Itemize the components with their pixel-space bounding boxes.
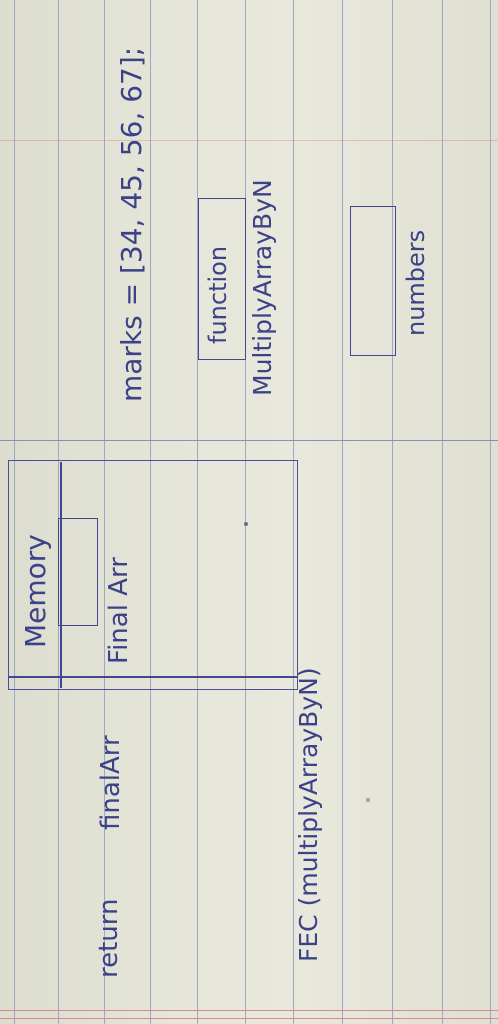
return-value: finalArr — [96, 735, 126, 830]
margin-line — [0, 1018, 498, 1019]
memory-box — [8, 460, 298, 690]
section-divider — [0, 440, 498, 441]
ruled-line — [342, 0, 343, 1024]
return-keyword: return — [94, 898, 124, 979]
ink-dot — [244, 522, 248, 526]
function-name: MultiplyArrayByN — [248, 179, 277, 396]
final-arr-label: Final Arr — [104, 557, 134, 664]
ruled-line — [150, 0, 151, 1024]
numbers-label: numbers — [402, 229, 430, 336]
margin-line-faint — [0, 140, 498, 141]
memory-box-header-line — [8, 676, 298, 678]
function-box — [198, 198, 246, 360]
ruled-line — [14, 0, 15, 1024]
final-arr-slot — [58, 518, 98, 626]
memory-label: Memory — [19, 534, 52, 648]
ruled-line — [490, 0, 491, 1024]
margin-line — [0, 1010, 498, 1011]
fec-label: FEC (multiplyArrayByN) — [294, 667, 323, 962]
ink-dot — [366, 798, 370, 802]
ruled-line — [442, 0, 443, 1024]
ruled-line — [197, 0, 198, 1024]
ruled-line — [104, 0, 105, 1024]
numbers-box — [350, 206, 396, 356]
ruled-line — [58, 0, 59, 1024]
ruled-line — [293, 0, 294, 1024]
ruled-line — [392, 0, 393, 1024]
ruled-line — [245, 0, 246, 1024]
memory-box-divider — [60, 462, 62, 688]
marks-assignment: marks = [34, 45, 56, 67]; — [115, 46, 148, 402]
function-label: function — [204, 245, 232, 344]
